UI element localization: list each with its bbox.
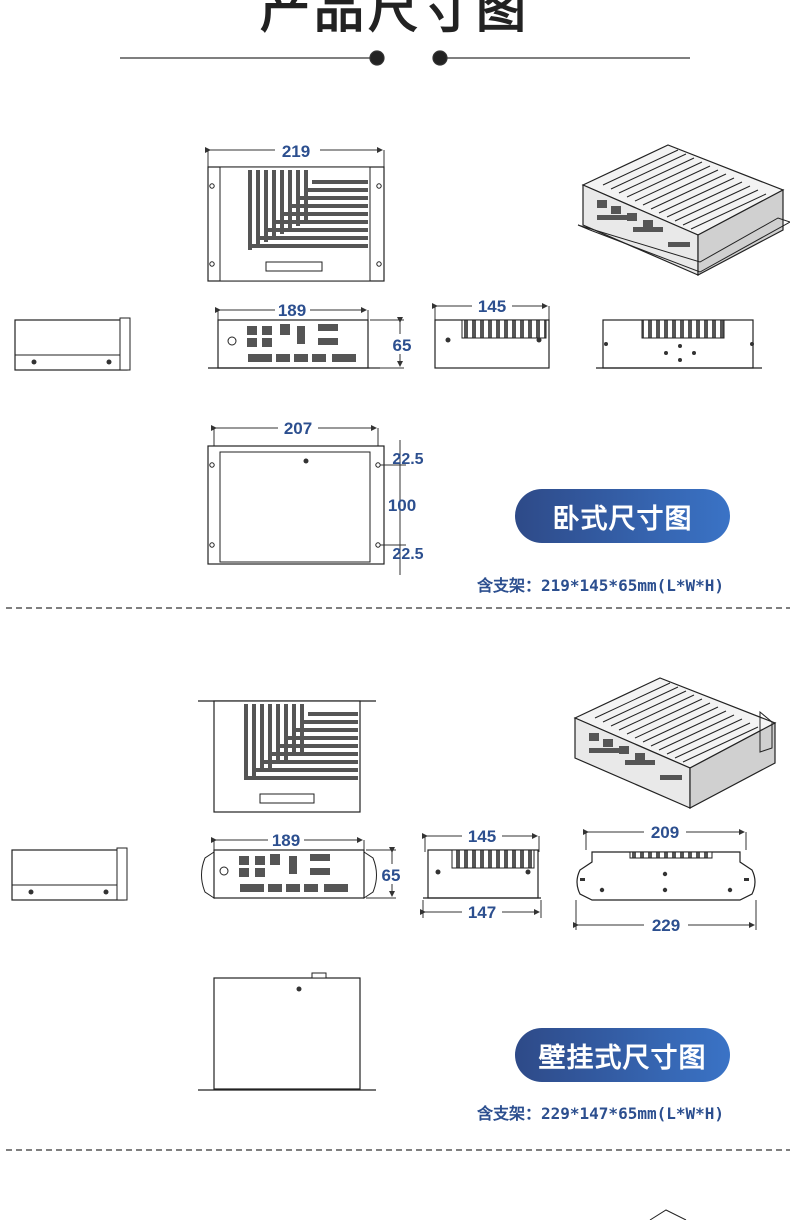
h-side-width-label: 145 [478,297,506,316]
h-isometric-view [582,144,784,276]
title-divider [120,50,690,66]
wall-spec: 含支架：229*147*65mm(L*W*H) [477,1104,725,1123]
page-title: 产品尺寸图 [260,0,530,39]
w-front-width-label: 189 [272,831,300,850]
h-front-width-label: 189 [278,301,306,320]
w-left-side-view [11,847,128,901]
w-side-bottom-label: 147 [468,903,496,922]
h-bottom-width-label: 207 [284,419,312,438]
w-isometric-view [574,677,776,809]
w-front-view: 189 65 [201,831,401,899]
h-hole-mid-label: 100 [388,496,416,515]
h-top-width-label: 219 [282,142,310,161]
h-bottom-view: 207 22.5 100 22.5 [207,419,424,575]
h-top-view: 219 [205,142,385,282]
wall-badge: 壁挂式尺寸图 [515,1028,730,1082]
next-section-hint [649,1209,687,1220]
h-front-height-label: 65 [393,336,412,355]
h-left-side-view [14,317,131,371]
horizontal-spec: 含支架：219*145*65mm(L*W*H) [477,576,725,595]
horizontal-badge: 卧式尺寸图 [515,489,730,543]
h-hole-bottom-label: 22.5 [392,546,423,563]
w-back-view: 209 229 [573,823,757,935]
h-hole-top-label: 22.5 [392,451,423,468]
w-side-top-label: 145 [468,827,496,846]
w-side-view: 145 147 [420,827,542,922]
w-back-bottom-label: 229 [652,916,680,935]
w-front-height-label: 65 [382,866,401,885]
h-side-view: 145 [432,297,550,369]
w-top-view [198,700,376,813]
w-back-top-label: 209 [651,823,679,842]
h-back-view [596,319,762,369]
w-bottom-view [198,972,376,1091]
h-front-view: 189 65 [208,301,412,369]
